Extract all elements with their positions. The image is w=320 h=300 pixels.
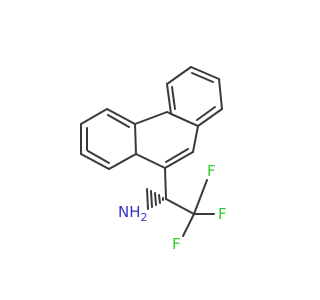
fluorine-label-right: F	[218, 205, 227, 223]
bond	[164, 151, 194, 169]
bond	[166, 111, 199, 127]
bond	[182, 213, 195, 237]
central-ring	[134, 111, 199, 169]
amine-label-subscript: 2	[141, 211, 148, 224]
bond	[165, 198, 195, 215]
bond	[192, 125, 199, 153]
amine-label-main: NH	[118, 203, 141, 221]
bond	[135, 153, 166, 169]
bond	[164, 167, 167, 200]
amine-label: NH2	[118, 203, 148, 224]
bond	[80, 108, 108, 125]
bond	[106, 108, 136, 125]
double-bond	[196, 106, 216, 121]
bond	[134, 123, 137, 155]
bond	[166, 66, 192, 85]
bond	[80, 153, 110, 170]
double-bond	[171, 86, 176, 110]
bond	[193, 179, 208, 215]
double-bond	[87, 150, 110, 164]
double-bond	[165, 148, 189, 163]
bond	[108, 153, 137, 170]
top-aromatic-ring	[166, 66, 223, 127]
hashed-wedge-bond	[146, 188, 164, 210]
fluorine-label-top: F	[207, 162, 216, 180]
bond	[134, 111, 168, 125]
double-bond	[191, 72, 214, 83]
bond	[190, 66, 220, 80]
fluorine-label-bottom: F	[172, 235, 181, 253]
left-aromatic-ring	[80, 108, 137, 170]
bond	[197, 108, 223, 127]
double-bond	[107, 114, 130, 128]
side-chain	[146, 167, 215, 237]
bond	[218, 78, 223, 110]
molecule-structure-diagram: NH2 F F F	[80, 66, 227, 253]
bond	[166, 83, 172, 115]
